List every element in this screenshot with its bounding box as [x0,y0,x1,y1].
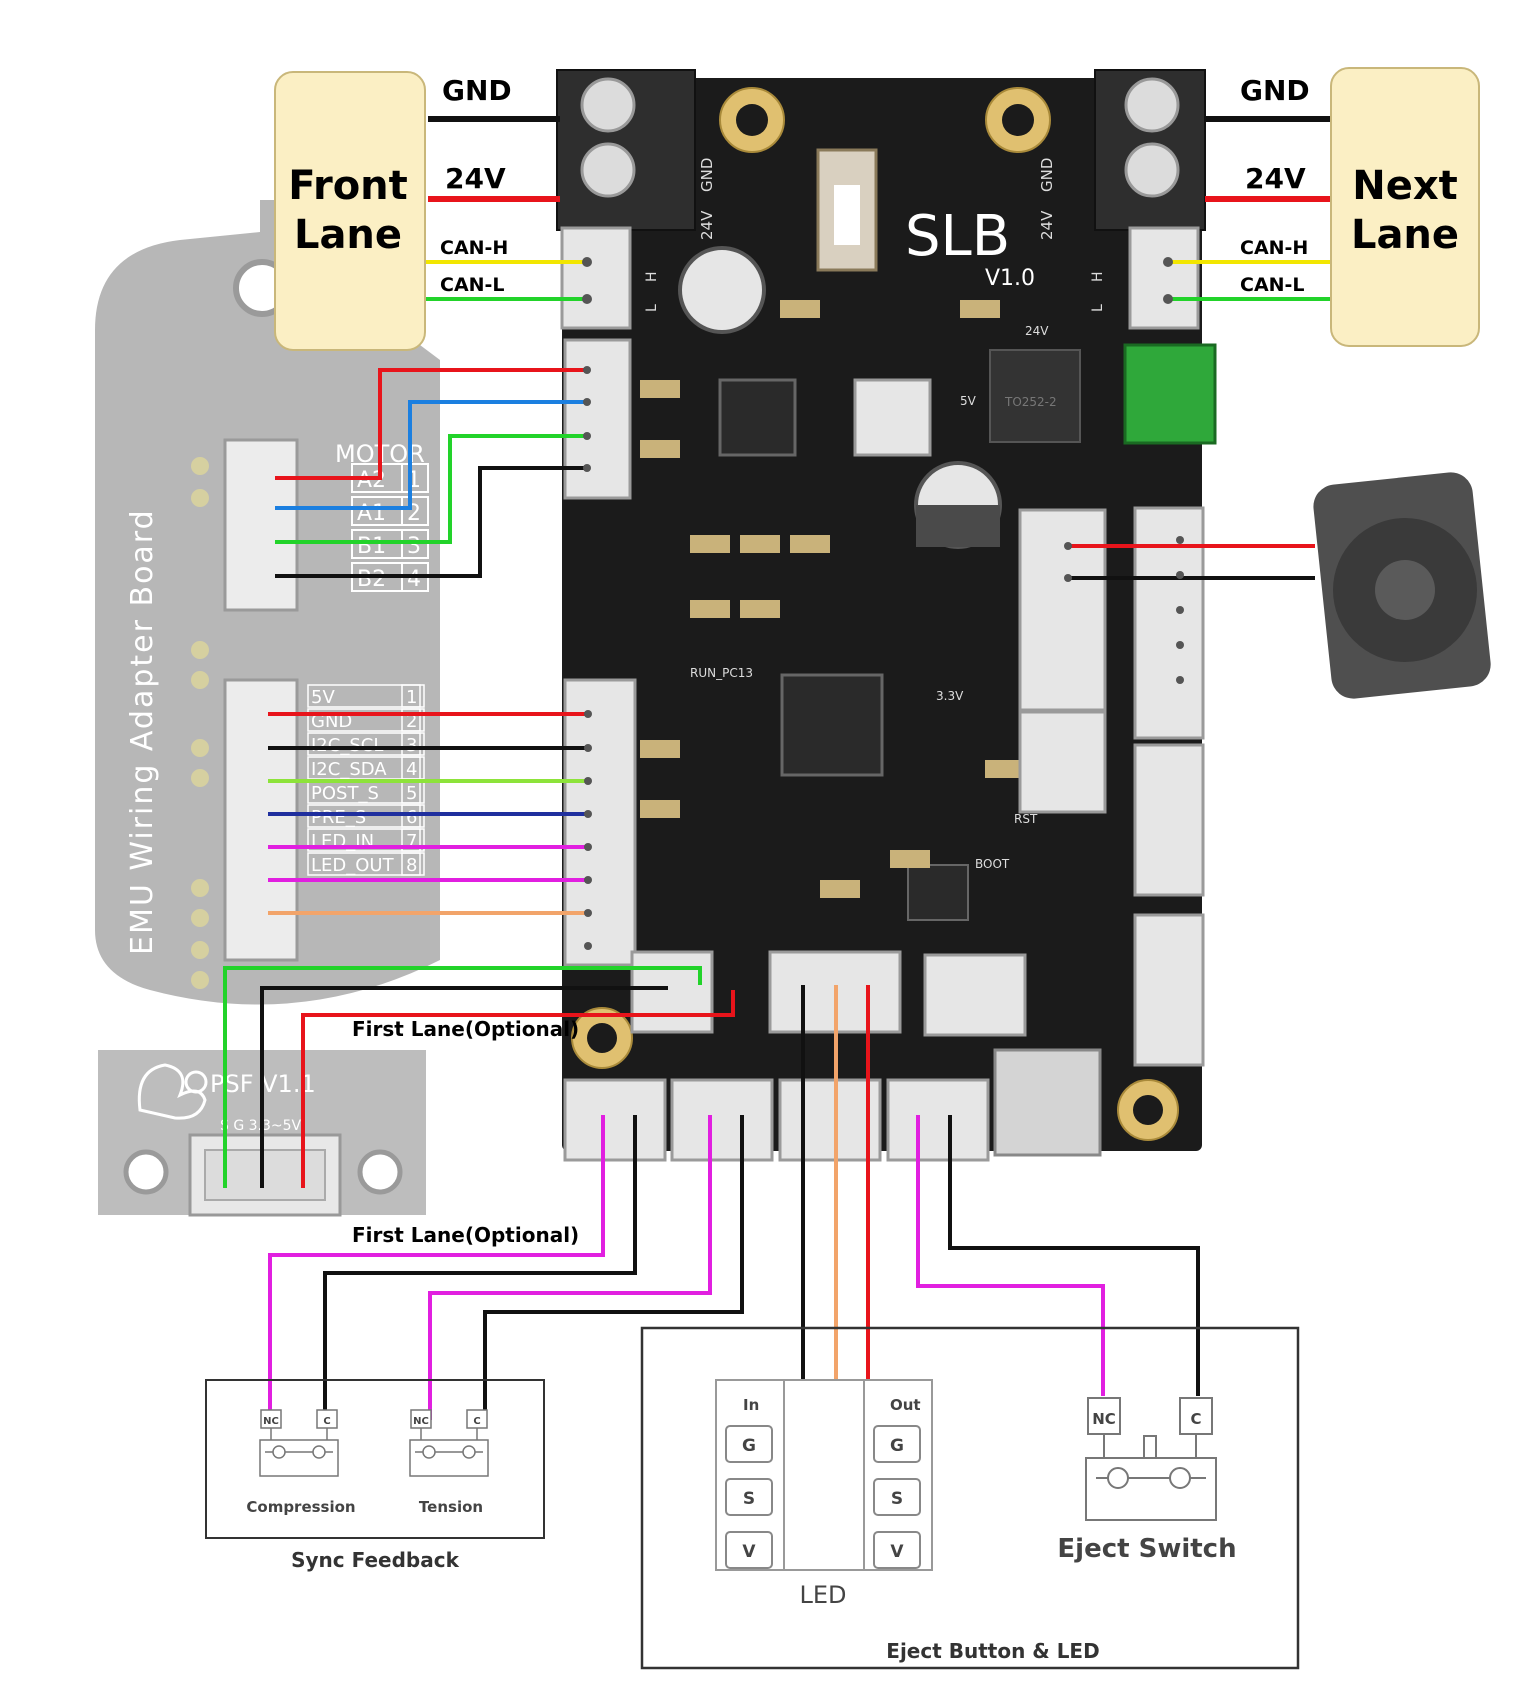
sensor-pin-name: 5V [311,687,335,708]
sensor-pin-number: 3 [406,735,417,756]
next-lane-title-2: Lane [1351,212,1459,258]
sensor-pin-number: 5 [406,783,417,804]
led-out-pin: V [890,1542,904,1562]
sensor-pin-number: 8 [406,855,417,876]
switch-c-label: C [323,1416,330,1427]
next-lane-canh: CAN-H [1240,237,1308,259]
fan-icon [1313,472,1491,699]
board-version: V1.0 [985,266,1035,291]
switch-label: Tension [419,1498,483,1516]
first-lane-optional-top: First Lane(Optional) [352,1017,579,1041]
led-out-pin: G [890,1436,904,1456]
front-lane-canh: CAN-H [440,237,508,259]
next-lane-gnd: GND [1240,74,1310,107]
led-in-pin: V [742,1542,756,1562]
switch-c-label: C [473,1416,480,1427]
slb-board: SLB V1.0 GND 24V GND 24V H L H L 24V 5V … [556,69,1217,1162]
switch-nc-label: NC [413,1416,429,1427]
motor-pin-name: B1 [357,534,386,559]
sync-feedback-panel: NC C Compression NC C Tension Sync Feedback [205,1379,545,1572]
sensor-pin-number: 2 [406,711,417,732]
motor-pin-name: A1 [357,501,386,526]
eject-switch-label: Eject Switch [1057,1534,1236,1564]
silk-boot: BOOT [975,857,1010,871]
front-lane-gnd: GND [442,74,512,107]
sensor-pin-number: 6 [406,807,417,828]
silk-run: RUN_PC13 [690,666,753,680]
led-in-pin: S [743,1489,755,1509]
next-lane-panel: Next Lane GND 24V CAN-H CAN-L [1240,67,1480,347]
silk-rst: RST [1014,812,1038,826]
next-lane-canl: CAN-L [1240,274,1305,296]
sensor-pin-name: LED_OUT [311,855,395,876]
silk-24v-right: 24V [1038,210,1056,240]
sensor-pin-name: I2C_SDA [311,759,387,780]
silk-24v-reg: 24V [1025,324,1049,338]
switch-label: Compression [246,1498,355,1516]
silk-gnd-right: GND [1038,158,1056,192]
silk-3v3: 3.3V [936,689,964,703]
front-lane-canl: CAN-L [440,274,505,296]
sync-feedback-title: Sync Feedback [291,1548,459,1572]
silk-l-left: L [644,304,660,312]
sensor-pin-number: 4 [406,759,417,780]
sensor-pin-name: POST_S [311,783,379,804]
silk-gnd-left: GND [698,158,716,192]
sensor-pin-name: GND [311,711,352,732]
first-lane-optional-bottom: First Lane(Optional) [352,1223,579,1247]
sensor-pin-number: 7 [406,831,417,852]
sensor-pin-name: PRE_S [311,807,366,828]
motor-pin-name: B2 [357,567,386,592]
silk-24v-left: 24V [698,210,716,240]
motor-pin-number: 4 [407,567,421,592]
limit-switch-icon: NC C [259,1409,339,1477]
silk-5v: 5V [960,394,977,408]
led-out-label: Out [890,1396,921,1414]
switch-nc-label: NC [263,1416,279,1427]
front-lane-title-2: Lane [294,212,402,258]
limit-switch-icon: NC C [409,1409,489,1477]
board-name: SLB [905,204,1010,269]
silk-regulator: TO252-2 [1004,395,1057,409]
silk-l-right: L [1090,304,1106,312]
silk-h-left: H [644,271,660,282]
eject-switch-c: C [1190,1410,1201,1428]
eject-switch-nc: NC [1092,1410,1116,1428]
led-in-pin: G [742,1436,756,1456]
eject-panel: Eject Button & LED In Out G G S S V V LED NC … [640,1326,1300,1670]
emu-adapter-label: EMU Wiring Adapter Board [125,508,160,955]
next-lane-24v: 24V [1245,162,1306,195]
silk-h-right: H [1090,271,1106,282]
front-lane-title-1: Front [288,163,408,209]
eject-panel-title: Eject Button & LED [886,1639,1099,1663]
eject-switch-icon: NC C [1085,1397,1217,1521]
motor-pin-number: 3 [407,534,421,559]
front-lane-24v: 24V [445,162,506,195]
next-lane-title-1: Next [1352,163,1458,209]
led-label: LED [799,1581,846,1609]
squirrel-logo-icon [137,1063,208,1120]
front-lane-panel: Front Lane GND 24V CAN-H CAN-L [274,71,512,351]
led-out-pin: S [891,1489,903,1509]
sensor-pin-number: 1 [406,687,417,708]
sensor-pin-name: I2C_SCL [311,735,383,756]
led-in-label: In [743,1396,759,1414]
